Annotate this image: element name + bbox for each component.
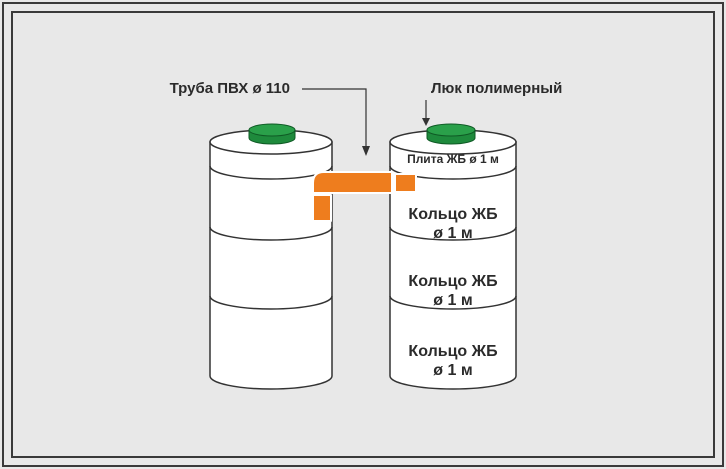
hatch-leader-arrow (422, 118, 430, 126)
right-slab-seam (389, 165, 517, 180)
pipe-horizontal (312, 171, 393, 194)
leaders (302, 88, 430, 156)
right-well-body (389, 141, 517, 390)
pipe-leader-line (302, 88, 367, 148)
ring-2-label-line2: ø 1 м (433, 292, 472, 309)
ring-3-label-line2: ø 1 м (433, 362, 472, 379)
right-hatch (426, 123, 476, 145)
left-hatch (248, 123, 296, 145)
pipe-inlet-segment (394, 173, 417, 193)
left-ring-seam-2 (209, 295, 333, 310)
right-well (389, 129, 517, 390)
ring-2-label-line1: Кольцо ЖБ (408, 273, 497, 290)
hatch-label: Люк полимерный (431, 80, 562, 97)
left-ring-seam-1 (209, 226, 333, 241)
left-well-body (209, 141, 333, 390)
left-well (209, 129, 333, 390)
pvc-pipe (312, 171, 417, 222)
pipe-label: Труба ПВХ ø 110 (170, 80, 290, 97)
slab-label: Плита ЖБ ø 1 м (407, 152, 499, 166)
right-ring-seam-1 (389, 226, 517, 241)
ring-1-label-line1: Кольцо ЖБ (408, 206, 497, 223)
ring-3-label-line1: Кольцо ЖБ (408, 343, 497, 360)
inner-frame (11, 11, 715, 458)
pipe-down-segment (312, 194, 332, 222)
pipe-leader-arrow (362, 146, 370, 156)
right-ring-seam-2 (389, 295, 517, 310)
ring-1-label-line2: ø 1 м (433, 225, 472, 242)
